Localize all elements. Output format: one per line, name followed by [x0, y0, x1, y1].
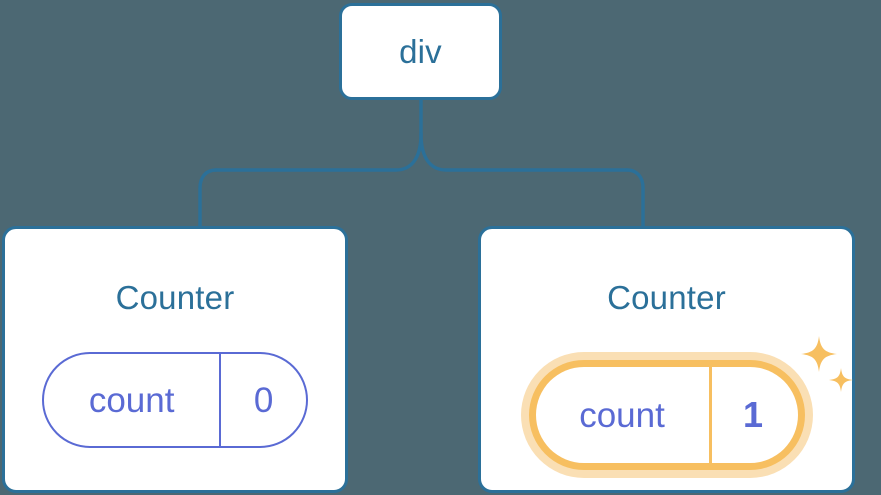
state-pill-wrapper-highlighted: count 1	[520, 336, 853, 478]
component-card-counter-left[interactable]: Counter count 0	[2, 226, 348, 493]
state-pill[interactable]: count 0	[42, 352, 308, 448]
state-key-label: count	[88, 380, 175, 420]
connector-fork-right	[419, 132, 629, 172]
sparkle-small-icon	[828, 368, 853, 392]
root-node-label: div	[399, 33, 442, 70]
component-title: Counter	[607, 279, 726, 316]
state-value-label: 1	[742, 394, 764, 435]
component-title: Counter	[115, 279, 235, 316]
connector-fork-left	[214, 132, 423, 172]
state-value-cell: 1	[712, 367, 795, 463]
state-key-label: count	[579, 395, 665, 435]
connector-drop-left	[198, 168, 218, 228]
sparkle-large-icon	[800, 336, 837, 372]
root-node-div[interactable]: div	[339, 3, 502, 100]
state-pill[interactable]: count 1	[535, 367, 798, 463]
state-pill-wrapper: count 0	[42, 352, 308, 448]
connector-drop-right	[625, 168, 645, 228]
state-pill-highlight-glow: count 1	[520, 352, 813, 478]
state-value-cell: 0	[221, 354, 306, 446]
state-value-label: 0	[253, 380, 274, 420]
state-pill-highlight-stroke: count 1	[528, 360, 805, 470]
state-key-cell: count	[536, 367, 712, 463]
component-card-counter-right[interactable]: Counter count 1	[478, 226, 855, 493]
state-key-cell: count	[44, 354, 222, 446]
